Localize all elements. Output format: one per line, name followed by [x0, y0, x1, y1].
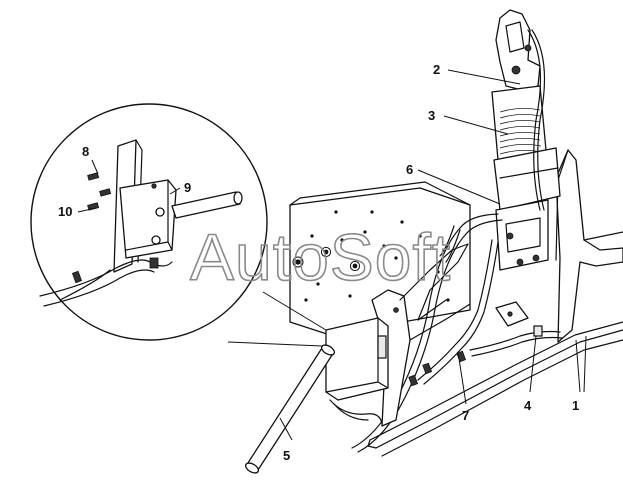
callout-leaders [77, 69, 587, 441]
frame-rail [367, 149, 623, 457]
callout-10: 10 [58, 204, 72, 219]
callout-2: 2 [433, 62, 440, 77]
connector-block [495, 301, 543, 337]
frame-plate [289, 181, 471, 336]
callout-5: 5 [283, 448, 290, 463]
watermark: AutoSoft [190, 220, 451, 294]
callout-3: 3 [428, 108, 435, 123]
inset-bolts [87, 172, 157, 211]
callout-1: 1 [572, 398, 579, 413]
pipe-5 [244, 344, 336, 474]
control-unit [325, 317, 389, 425]
callout-6: 6 [406, 162, 413, 177]
callout-4: 4 [524, 398, 532, 413]
callout-7: 7 [462, 408, 469, 423]
callout-labels: 2 3 6 1 4 7 5 8 9 10 [58, 62, 579, 463]
detail-inset [30, 103, 327, 347]
callout-9: 9 [184, 180, 191, 195]
spring-bracket-assembly [491, 9, 561, 271]
callout-8: 8 [82, 144, 89, 159]
